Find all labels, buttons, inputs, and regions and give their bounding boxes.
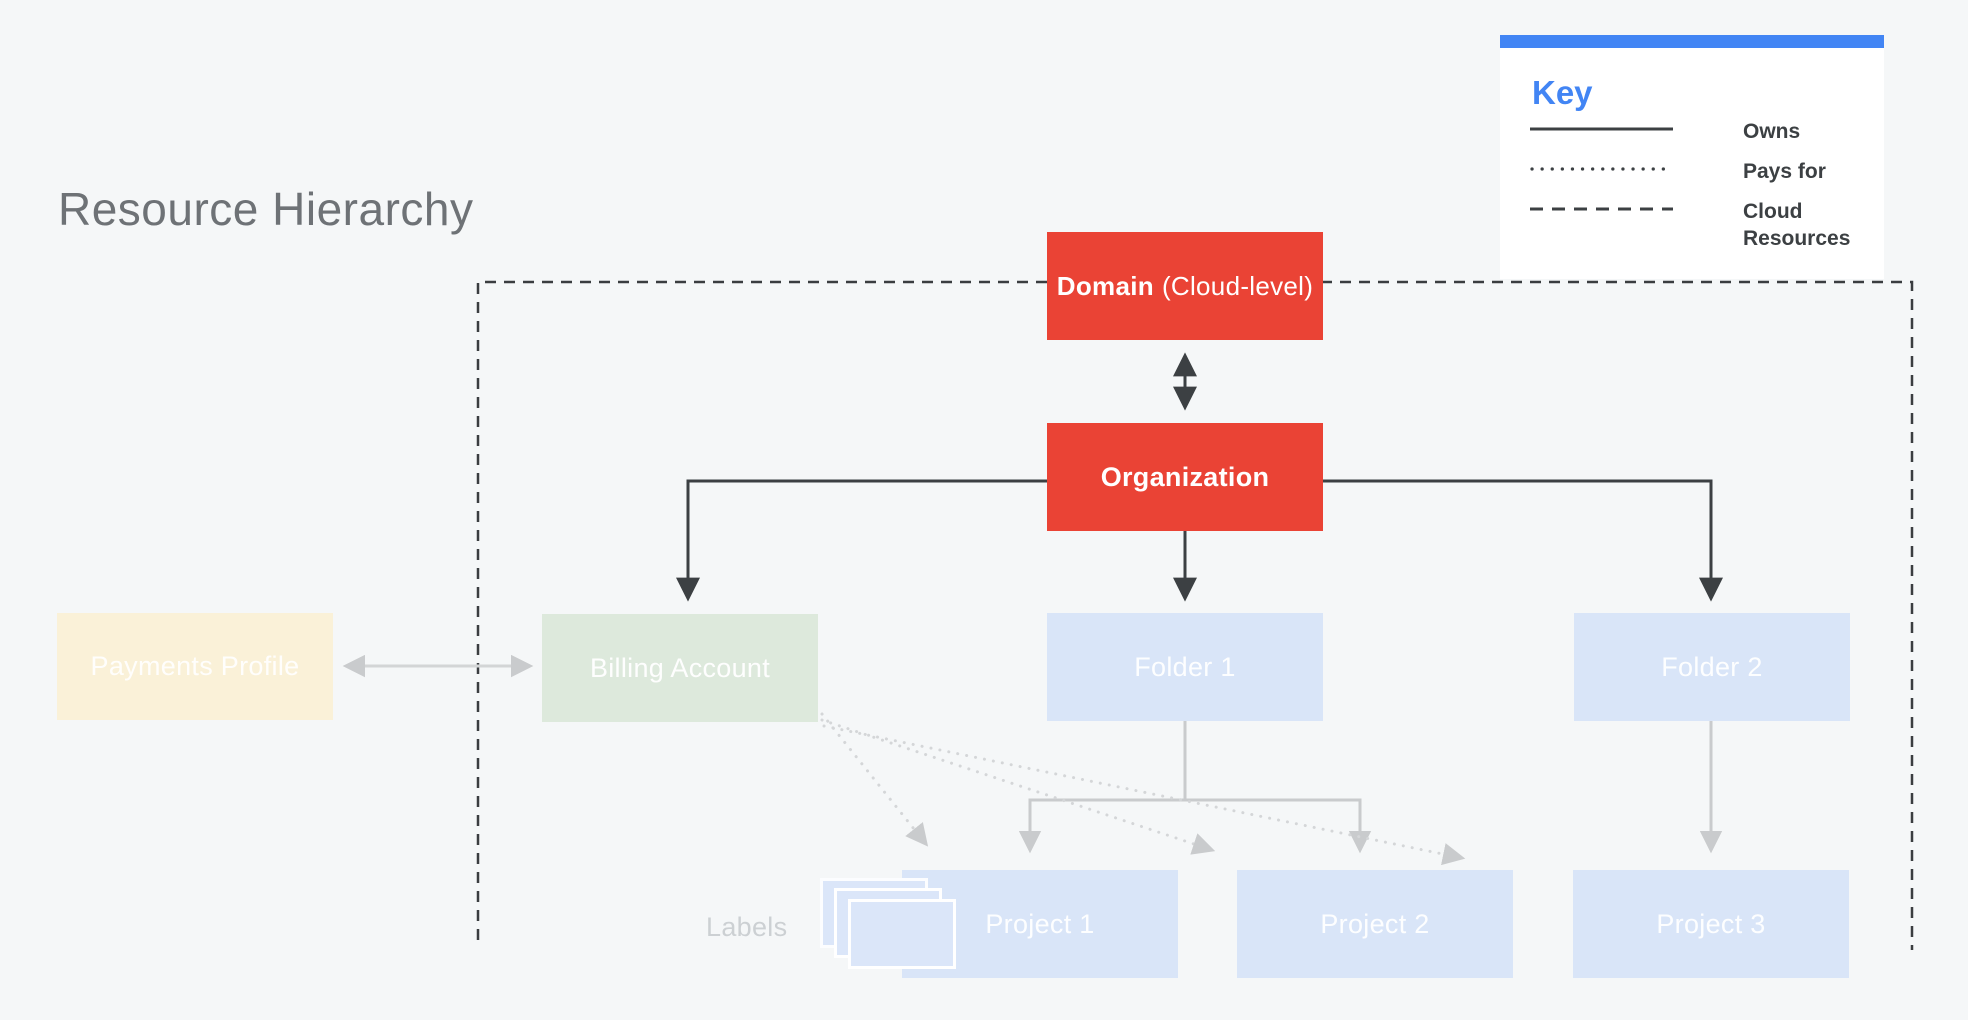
node-billing-account: Billing Account [542, 614, 818, 722]
node-organization: Organization [1047, 423, 1323, 531]
edge-billing-project1-dotted [820, 712, 929, 847]
edge-folder1-tree [1028, 721, 1362, 812]
legend-row-cloud-resources: Cloud Resources [1530, 198, 1866, 252]
legend-row-pays-for: Pays for [1530, 158, 1866, 185]
page-title: Resource Hierarchy [58, 183, 474, 235]
domain-qualifier: (Cloud-level) [1161, 270, 1314, 301]
legend-title: Key [1532, 74, 1593, 111]
labels-card-front [848, 899, 956, 969]
node-project-2: Project 2 [1237, 870, 1513, 978]
domain-name: Domain [1056, 270, 1154, 301]
legend-label-pays-for: Pays for [1743, 160, 1826, 183]
legend-panel: Key Owns Pays for Cloud Resources [1500, 35, 1884, 279]
node-domain: Domain(Cloud-level) [1047, 232, 1323, 340]
legend-label-owns: Owns [1743, 120, 1801, 143]
cloud-resources-dashed-line-icon [1530, 207, 1673, 211]
node-folder-2: Folder 2 [1574, 613, 1850, 721]
edge-organization-folder2 [1323, 479, 1723, 602]
labels-stack-icon [820, 878, 960, 970]
owns-solid-line-icon [1530, 127, 1673, 131]
legend-accent-bar [1500, 35, 1884, 48]
node-project-3: Project 3 [1573, 870, 1849, 978]
legend-row-owns: Owns [1530, 118, 1866, 145]
node-payments-profile: Payments Profile [57, 613, 333, 720]
legend-label-cloud-resources: Cloud Resources [1743, 200, 1851, 250]
node-folder-1: Folder 1 [1047, 613, 1323, 721]
labels-caption: Labels [706, 912, 788, 942]
edge-billing-project2-dotted [820, 718, 1216, 855]
edge-organization-billing [676, 479, 1047, 602]
edge-billing-project3-dotted [822, 724, 1466, 866]
pays-for-dotted-line-icon [1530, 167, 1673, 171]
